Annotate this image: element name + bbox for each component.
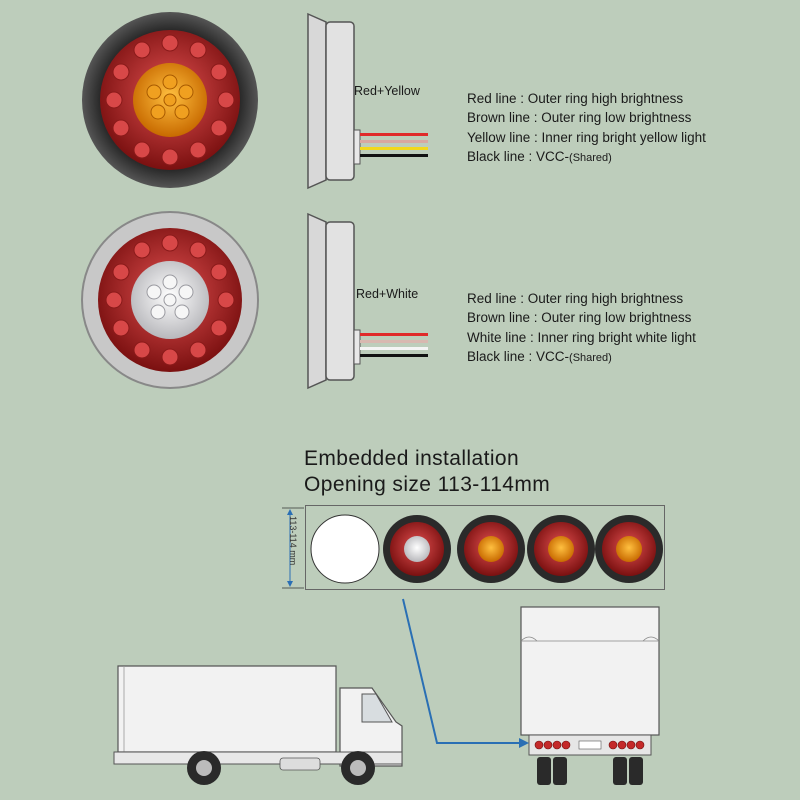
- wire-legend-red-yellow: Red line : Outer ring high brightness Br…: [467, 89, 706, 168]
- mounted-lamp-white: [383, 515, 451, 583]
- legend-line-black: Black line : VCC-(Shared): [467, 348, 612, 364]
- mounting-opening: [310, 514, 380, 584]
- wire-legend-red-white: Red line : Outer ring high brightness Br…: [467, 289, 696, 368]
- legend-line-red: Red line : Outer ring high brightness: [467, 91, 684, 106]
- rear-light-cluster-left: [534, 740, 571, 750]
- installation-panel: [305, 505, 665, 590]
- mounted-lamp-amber: [527, 515, 595, 583]
- rear-light-cluster-right: [608, 740, 645, 750]
- legend-line-black: Black line : VCC-(Shared): [467, 148, 612, 164]
- mounted-lamp-amber: [595, 515, 663, 583]
- lamp-red-yellow-front: [82, 12, 258, 188]
- legend-line-brown: Brown line : Outer ring low brightness: [467, 310, 692, 326]
- legend-line-white: White line : Inner ring bright white lig…: [467, 329, 696, 345]
- lamp-red-white-side: [307, 212, 428, 390]
- outer-led-ring: [105, 34, 235, 166]
- installation-title: Embedded installation Opening size 113-1…: [304, 447, 551, 496]
- legend-line-yellow: Yellow line : Inner ring bright yellow l…: [467, 129, 706, 145]
- connector-arrow: [402, 598, 529, 748]
- dimension-label: 113-114 mm: [288, 516, 298, 566]
- dimension-marker: [282, 507, 304, 589]
- lamp-red-white-front: [81, 211, 259, 389]
- wire-label-red-yellow: Red+Yellow: [354, 84, 420, 98]
- wire-label-red-white: Red+White: [356, 287, 419, 301]
- legend-line-brown: Brown line : Outer ring low brightness: [467, 110, 692, 126]
- truck-side-illustration: [113, 665, 403, 785]
- lamp-red-yellow-side: [307, 12, 428, 190]
- legend-line-red: Red line : Outer ring high brightness: [467, 291, 684, 306]
- mounted-lamp-amber: [457, 515, 525, 583]
- license-plate: [578, 740, 602, 750]
- truck-rear-illustration: [520, 606, 660, 785]
